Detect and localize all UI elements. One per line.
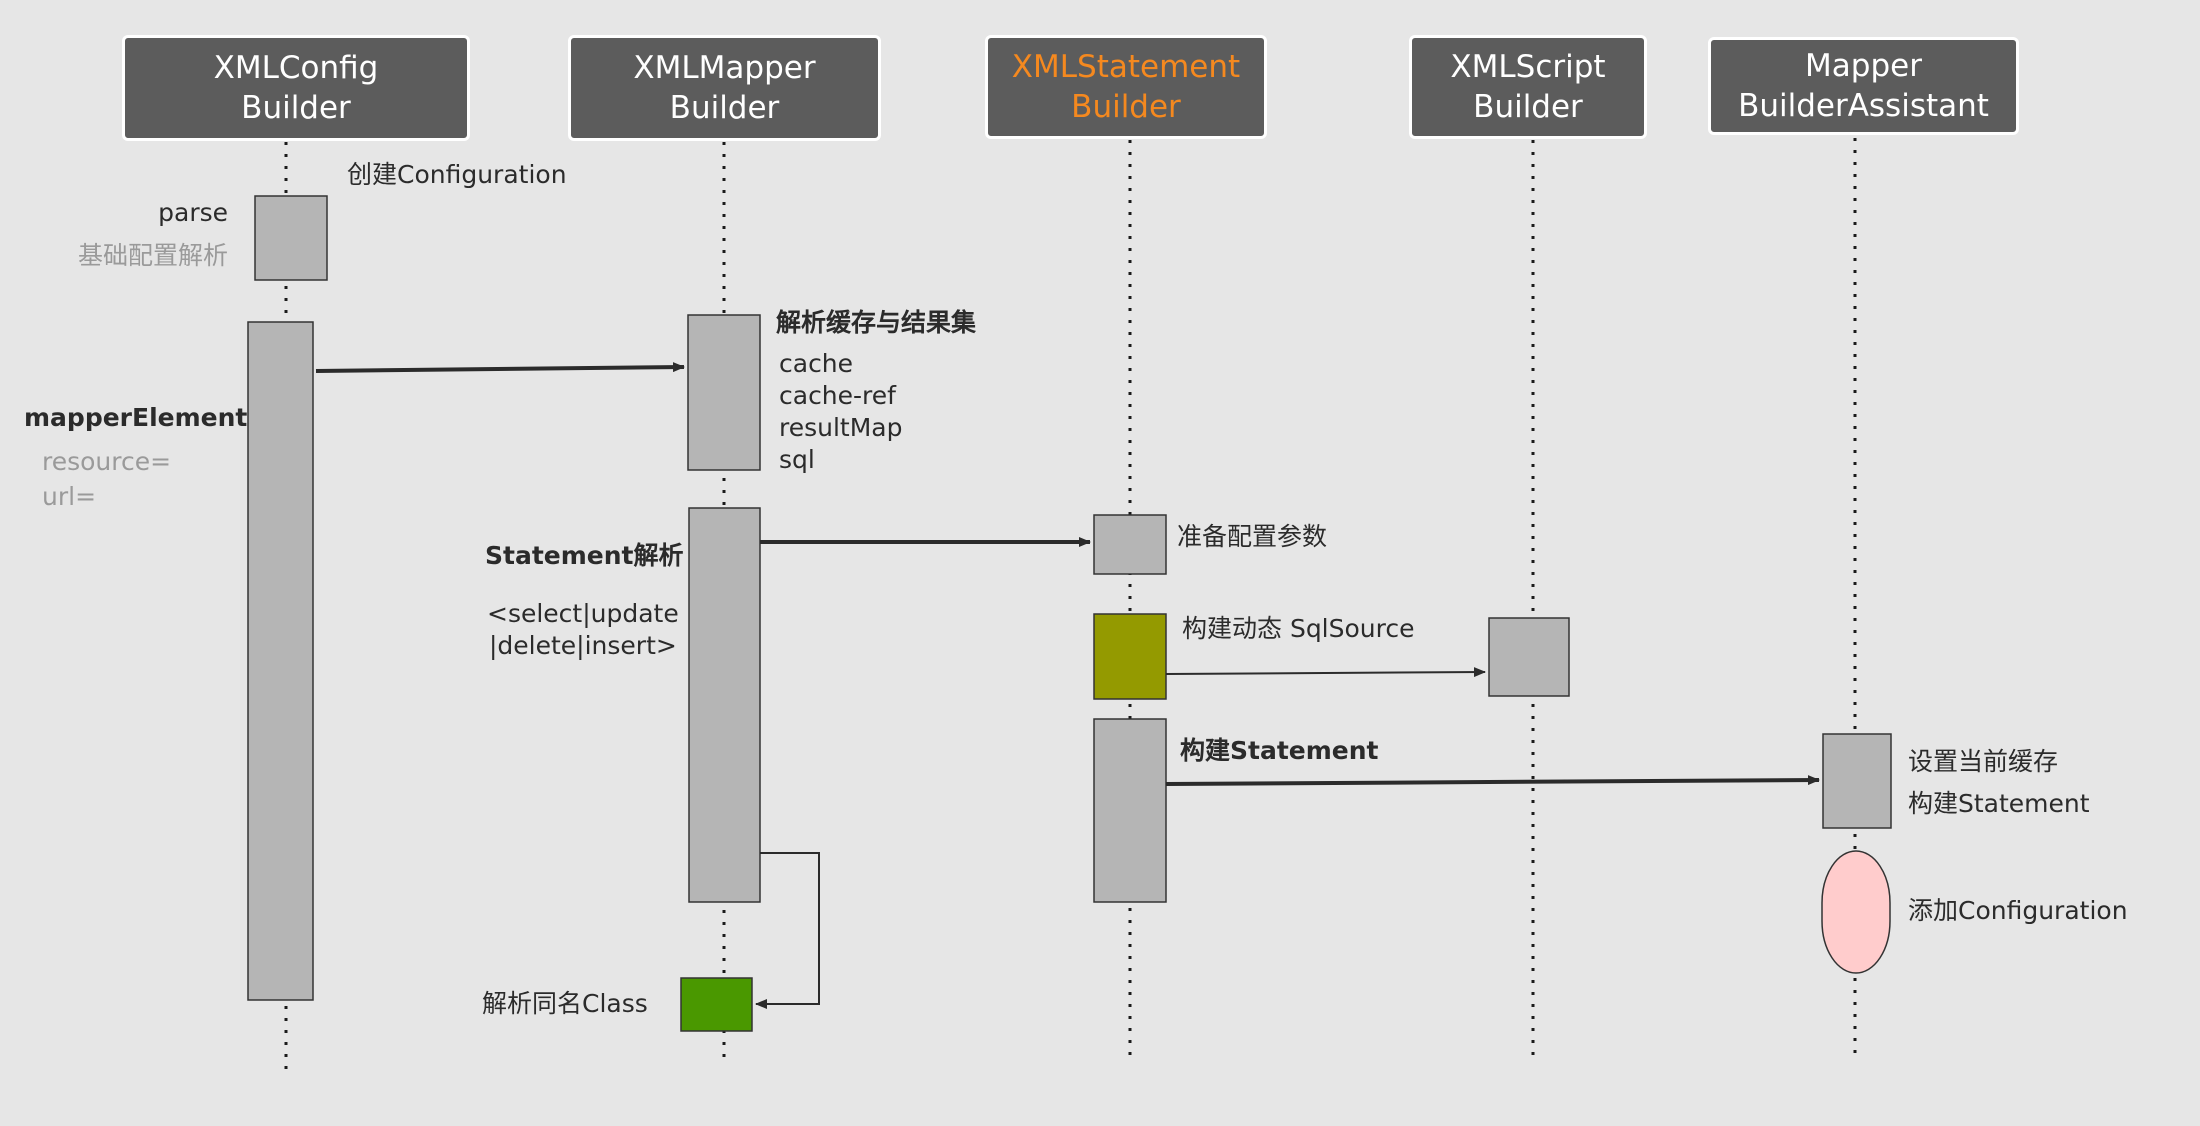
activation-assistant — [1822, 733, 1892, 829]
label-statement-parse: Statement解析 — [485, 541, 684, 570]
label-delete-insert: |delete|insert> — [489, 631, 677, 660]
message-build-statement-to-assistant — [1165, 775, 1820, 786]
label-result-map: resultMap — [779, 413, 903, 442]
message-mapper-element-to-cache — [315, 362, 685, 373]
label-build-statement-2: 构建Statement — [1908, 789, 2090, 818]
participant-xmlstatement-builder: XMLStatement Builder — [985, 35, 1267, 139]
label-build-dynamic-sqlsource: 构建动态 SqlSource — [1182, 614, 1415, 643]
activation-same-name-class — [680, 977, 753, 1032]
label-create-configuration: 创建Configuration — [347, 160, 567, 189]
label-url-attr: url= — [42, 482, 97, 511]
activation-cache-result — [687, 314, 761, 471]
label-parse: parse — [158, 198, 228, 227]
participant-line2: Builder — [1071, 89, 1181, 125]
participant-xmlconfig-builder: XMLConfig Builder — [122, 35, 470, 141]
label-add-configuration: 添加Configuration — [1908, 896, 2128, 925]
activation-dynamic-sqlsource — [1093, 613, 1167, 700]
message-self-to-same-name-class — [755, 852, 820, 1009]
participant-xmlscript-builder: XMLScript Builder — [1409, 35, 1647, 139]
participant-line1: XMLConfig — [213, 50, 379, 86]
activation-statement-parse — [688, 507, 761, 903]
participant-line1: Mapper — [1805, 48, 1922, 84]
participant-line2: Builder — [669, 90, 780, 126]
label-mapper-element: mapperElement — [24, 403, 248, 432]
participant-line1: XMLMapper — [633, 50, 816, 86]
label-basic-config-parse: 基础配置解析 — [77, 241, 228, 270]
label-sql: sql — [779, 445, 815, 474]
activation-script — [1488, 617, 1570, 697]
label-build-statement: 构建Statement — [1180, 736, 1379, 765]
label-parse-same-name-class: 解析同名Class — [482, 989, 648, 1018]
activation-build-statement — [1093, 718, 1167, 903]
participant-line2: BuilderAssistant — [1738, 88, 1989, 124]
label-cache: cache — [779, 349, 854, 378]
activation-prepare-params — [1093, 514, 1167, 575]
message-sqlsource-to-script — [1165, 667, 1486, 678]
participant-line2: Builder — [241, 90, 351, 126]
label-prepare-params: 准备配置参数 — [1177, 522, 1328, 551]
participant-mapper-builder-assistant: Mapper BuilderAssistant — [1708, 37, 2019, 135]
participant-line2: Builder — [1473, 89, 1583, 125]
participant-line1: XMLStatement — [1011, 49, 1241, 85]
label-set-current-cache: 设置当前缓存 — [1908, 747, 2059, 776]
activation-mapper-element — [247, 321, 314, 1001]
label-parse-cache-result: 解析缓存与结果集 — [776, 308, 977, 337]
participant-line1: XMLScript — [1450, 49, 1606, 85]
label-cache-ref: cache-ref — [779, 381, 896, 410]
participant-xmlmapper-builder: XMLMapper Builder — [568, 35, 881, 141]
label-resource-attr: resource= — [42, 447, 172, 476]
activation-parse — [254, 195, 328, 281]
activation-add-configuration — [1821, 850, 1891, 974]
label-select-update: <select|update — [487, 599, 679, 628]
